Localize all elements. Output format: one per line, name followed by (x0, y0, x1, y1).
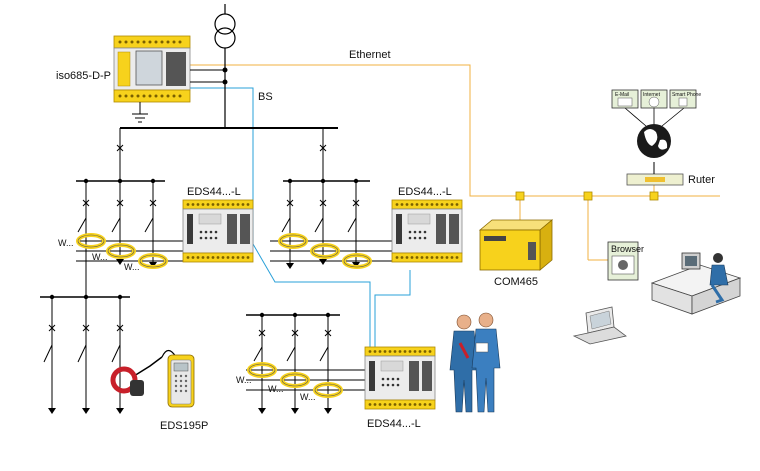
email-label: E-Mail (615, 92, 629, 98)
ground-icon (132, 102, 148, 123)
middle-distribution (270, 180, 395, 269)
eds-device-middle (391, 199, 463, 263)
iso685-label: iso685-D-P (56, 70, 111, 82)
w-label: W... (124, 262, 140, 272)
eds195p-label: EDS195P (160, 420, 208, 432)
browser-label: Browser (611, 244, 644, 254)
w-label: W... (58, 238, 74, 248)
ruter-label: Ruter (688, 174, 715, 186)
engineers-icon (449, 312, 501, 413)
globe-icon (637, 124, 671, 158)
internet-icon: Internet (640, 89, 668, 109)
smartphone-icon: Smart Phone (669, 89, 701, 109)
com465-label: COM465 (494, 276, 538, 288)
eds-device-left (182, 199, 254, 263)
laptop-icon (572, 306, 627, 345)
ethernet-label: Ethernet (349, 49, 391, 61)
internet-label: Internet (643, 92, 661, 98)
w-label: W... (92, 252, 108, 262)
email-icon: E-Mail (611, 89, 639, 109)
smartphone-label: Smart Phone (672, 92, 701, 98)
iso685-device (113, 35, 191, 103)
transformer-icon (214, 4, 236, 128)
browser-icon (607, 241, 639, 281)
eds-left-label: EDS44...-L (187, 186, 241, 198)
w-label: W... (236, 375, 252, 385)
eds-bottom-label: EDS44...-L (367, 418, 421, 430)
ethernet-connectors (515, 191, 659, 201)
eds-device-bottom (364, 346, 436, 410)
com465-device (478, 219, 554, 271)
w-label: W... (268, 384, 284, 394)
eds195p-handheld (110, 349, 195, 408)
workstation-icon (650, 252, 742, 315)
router-icon (626, 173, 684, 186)
bs-label: BS (258, 91, 273, 103)
w-label: W... (300, 392, 316, 402)
eds-mid-label: EDS44...-L (398, 186, 452, 198)
